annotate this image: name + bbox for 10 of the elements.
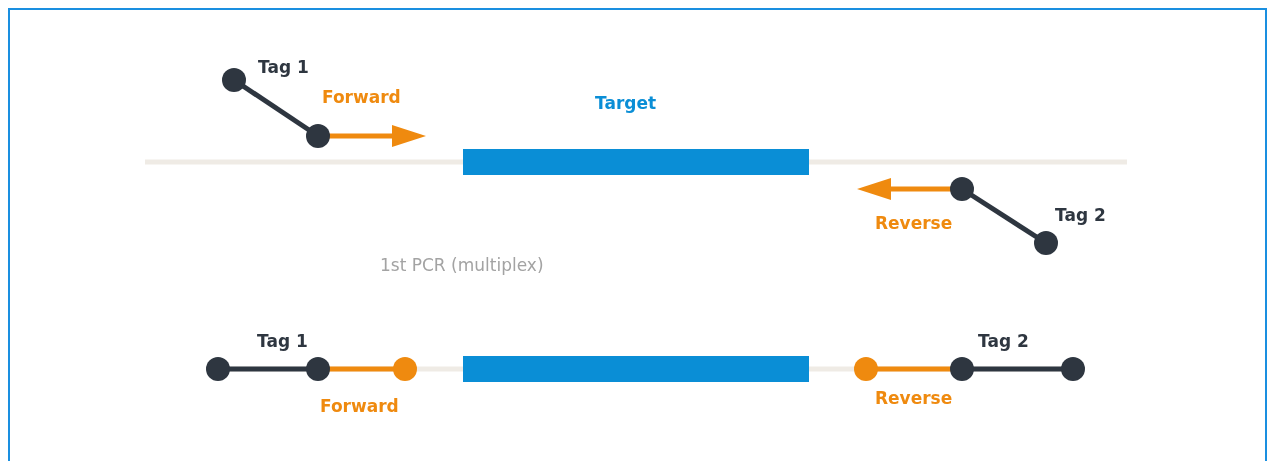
tag-label: Tag 2 — [978, 331, 1029, 351]
primer-label: Reverse — [875, 213, 953, 233]
tag-label: Tag 1 — [257, 331, 308, 351]
target-label: Target — [595, 93, 657, 113]
tag-label: Tag 2 — [1055, 205, 1106, 225]
step-label: 1st PCR (multiplex) — [380, 255, 544, 275]
primer-label: Forward — [322, 87, 401, 107]
tag-label: Tag 1 — [258, 57, 309, 77]
primer-label: Reverse — [875, 388, 953, 408]
primer-label: Forward — [320, 396, 399, 416]
